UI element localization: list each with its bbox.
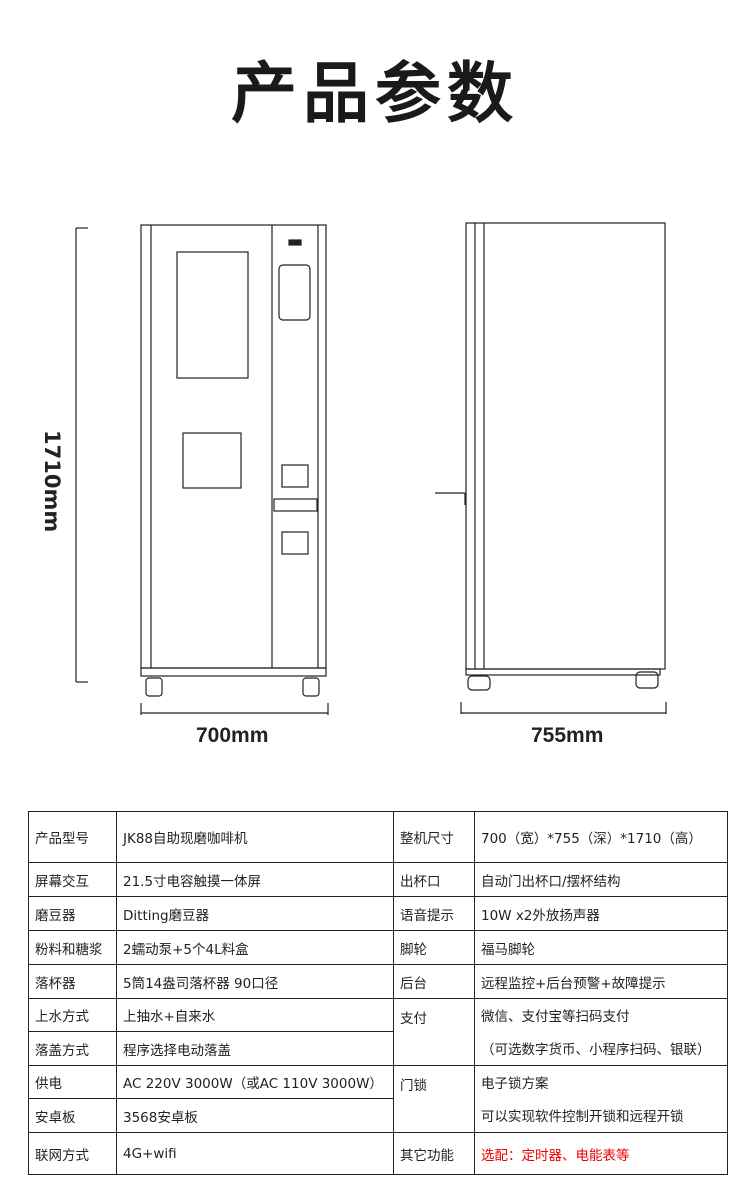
table-row: 上水方式上抽水+自来水支付微信、支付宝等扫码支付	[28, 998, 728, 1066]
side-view-drawing	[435, 222, 667, 714]
spec-value: （可选数字货币、小程序扫码、银联）	[474, 1031, 728, 1066]
table-row: 落盖方式程序选择电动落盖 （可选数字货币、小程序扫码、银联）	[28, 1031, 728, 1066]
spec-value: 5筒14盎司落杯器 90口径	[116, 964, 394, 999]
spec-value: 700（宽）*755（深）*1710（高）	[474, 811, 728, 863]
spec-key: 落杯器	[28, 964, 117, 999]
front-view-drawing	[75, 224, 329, 715]
spec-key: 后台	[393, 964, 475, 999]
spec-value: 4G+wifi	[116, 1132, 394, 1175]
spec-key: 磨豆器	[28, 896, 117, 931]
spec-key: 出杯口	[393, 862, 475, 897]
spec-key: 安卓板	[28, 1098, 117, 1133]
spec-key: 联网方式	[28, 1132, 117, 1175]
spec-value: 上抽水+自来水	[116, 998, 394, 1032]
spec-key: 脚轮	[393, 930, 475, 965]
spec-value: 福马脚轮	[474, 930, 728, 965]
spec-value: 2蠕动泵+5个4L料盒	[116, 930, 394, 965]
spec-key: 门锁	[393, 1065, 475, 1133]
spec-value: 微信、支付宝等扫码支付	[474, 998, 728, 1032]
spec-value: 3568安卓板	[116, 1098, 394, 1133]
spec-value: 可以实现软件控制开锁和远程开锁	[474, 1098, 728, 1133]
spec-key: 屏幕交互	[28, 862, 117, 897]
spec-value: 10W x2外放扬声器	[474, 896, 728, 931]
page-title: 产品参数	[231, 55, 519, 132]
spec-key: 整机尺寸	[393, 811, 475, 863]
spec-key: 语音提示	[393, 896, 475, 931]
spec-key: 上水方式	[28, 998, 117, 1032]
spec-value: 电子锁方案	[474, 1065, 728, 1099]
side-depth-dimension: 755mm	[531, 724, 604, 747]
spec-value: 21.5寸电容触摸一体屏	[116, 862, 394, 897]
spec-value: 自动门出杯口/摆杯结构	[474, 862, 728, 897]
spec-key: 粉料和糖浆	[28, 930, 117, 965]
spec-value: 远程监控+后台预警+故障提示	[474, 964, 728, 999]
height-dimension: 1710mm	[40, 430, 64, 533]
spec-key: 落盖方式	[28, 1031, 117, 1066]
spec-key: 其它功能	[393, 1132, 475, 1175]
spec-key: 供电	[28, 1065, 117, 1099]
spec-value: Ditting磨豆器	[116, 896, 394, 931]
spec-key: 产品型号	[28, 811, 117, 863]
spec-value: 程序选择电动落盖	[116, 1031, 394, 1066]
spec-value: JK88自助现磨咖啡机	[116, 811, 394, 863]
spec-value-highlight: 选配：定时器、电能表等	[474, 1132, 728, 1175]
machine-drawings	[75, 222, 667, 715]
spec-key: 支付	[393, 998, 475, 1066]
front-width-dimension: 700mm	[196, 724, 269, 747]
spec-value: AC 220V 3000W（或AC 110V 3000W）	[116, 1065, 394, 1099]
